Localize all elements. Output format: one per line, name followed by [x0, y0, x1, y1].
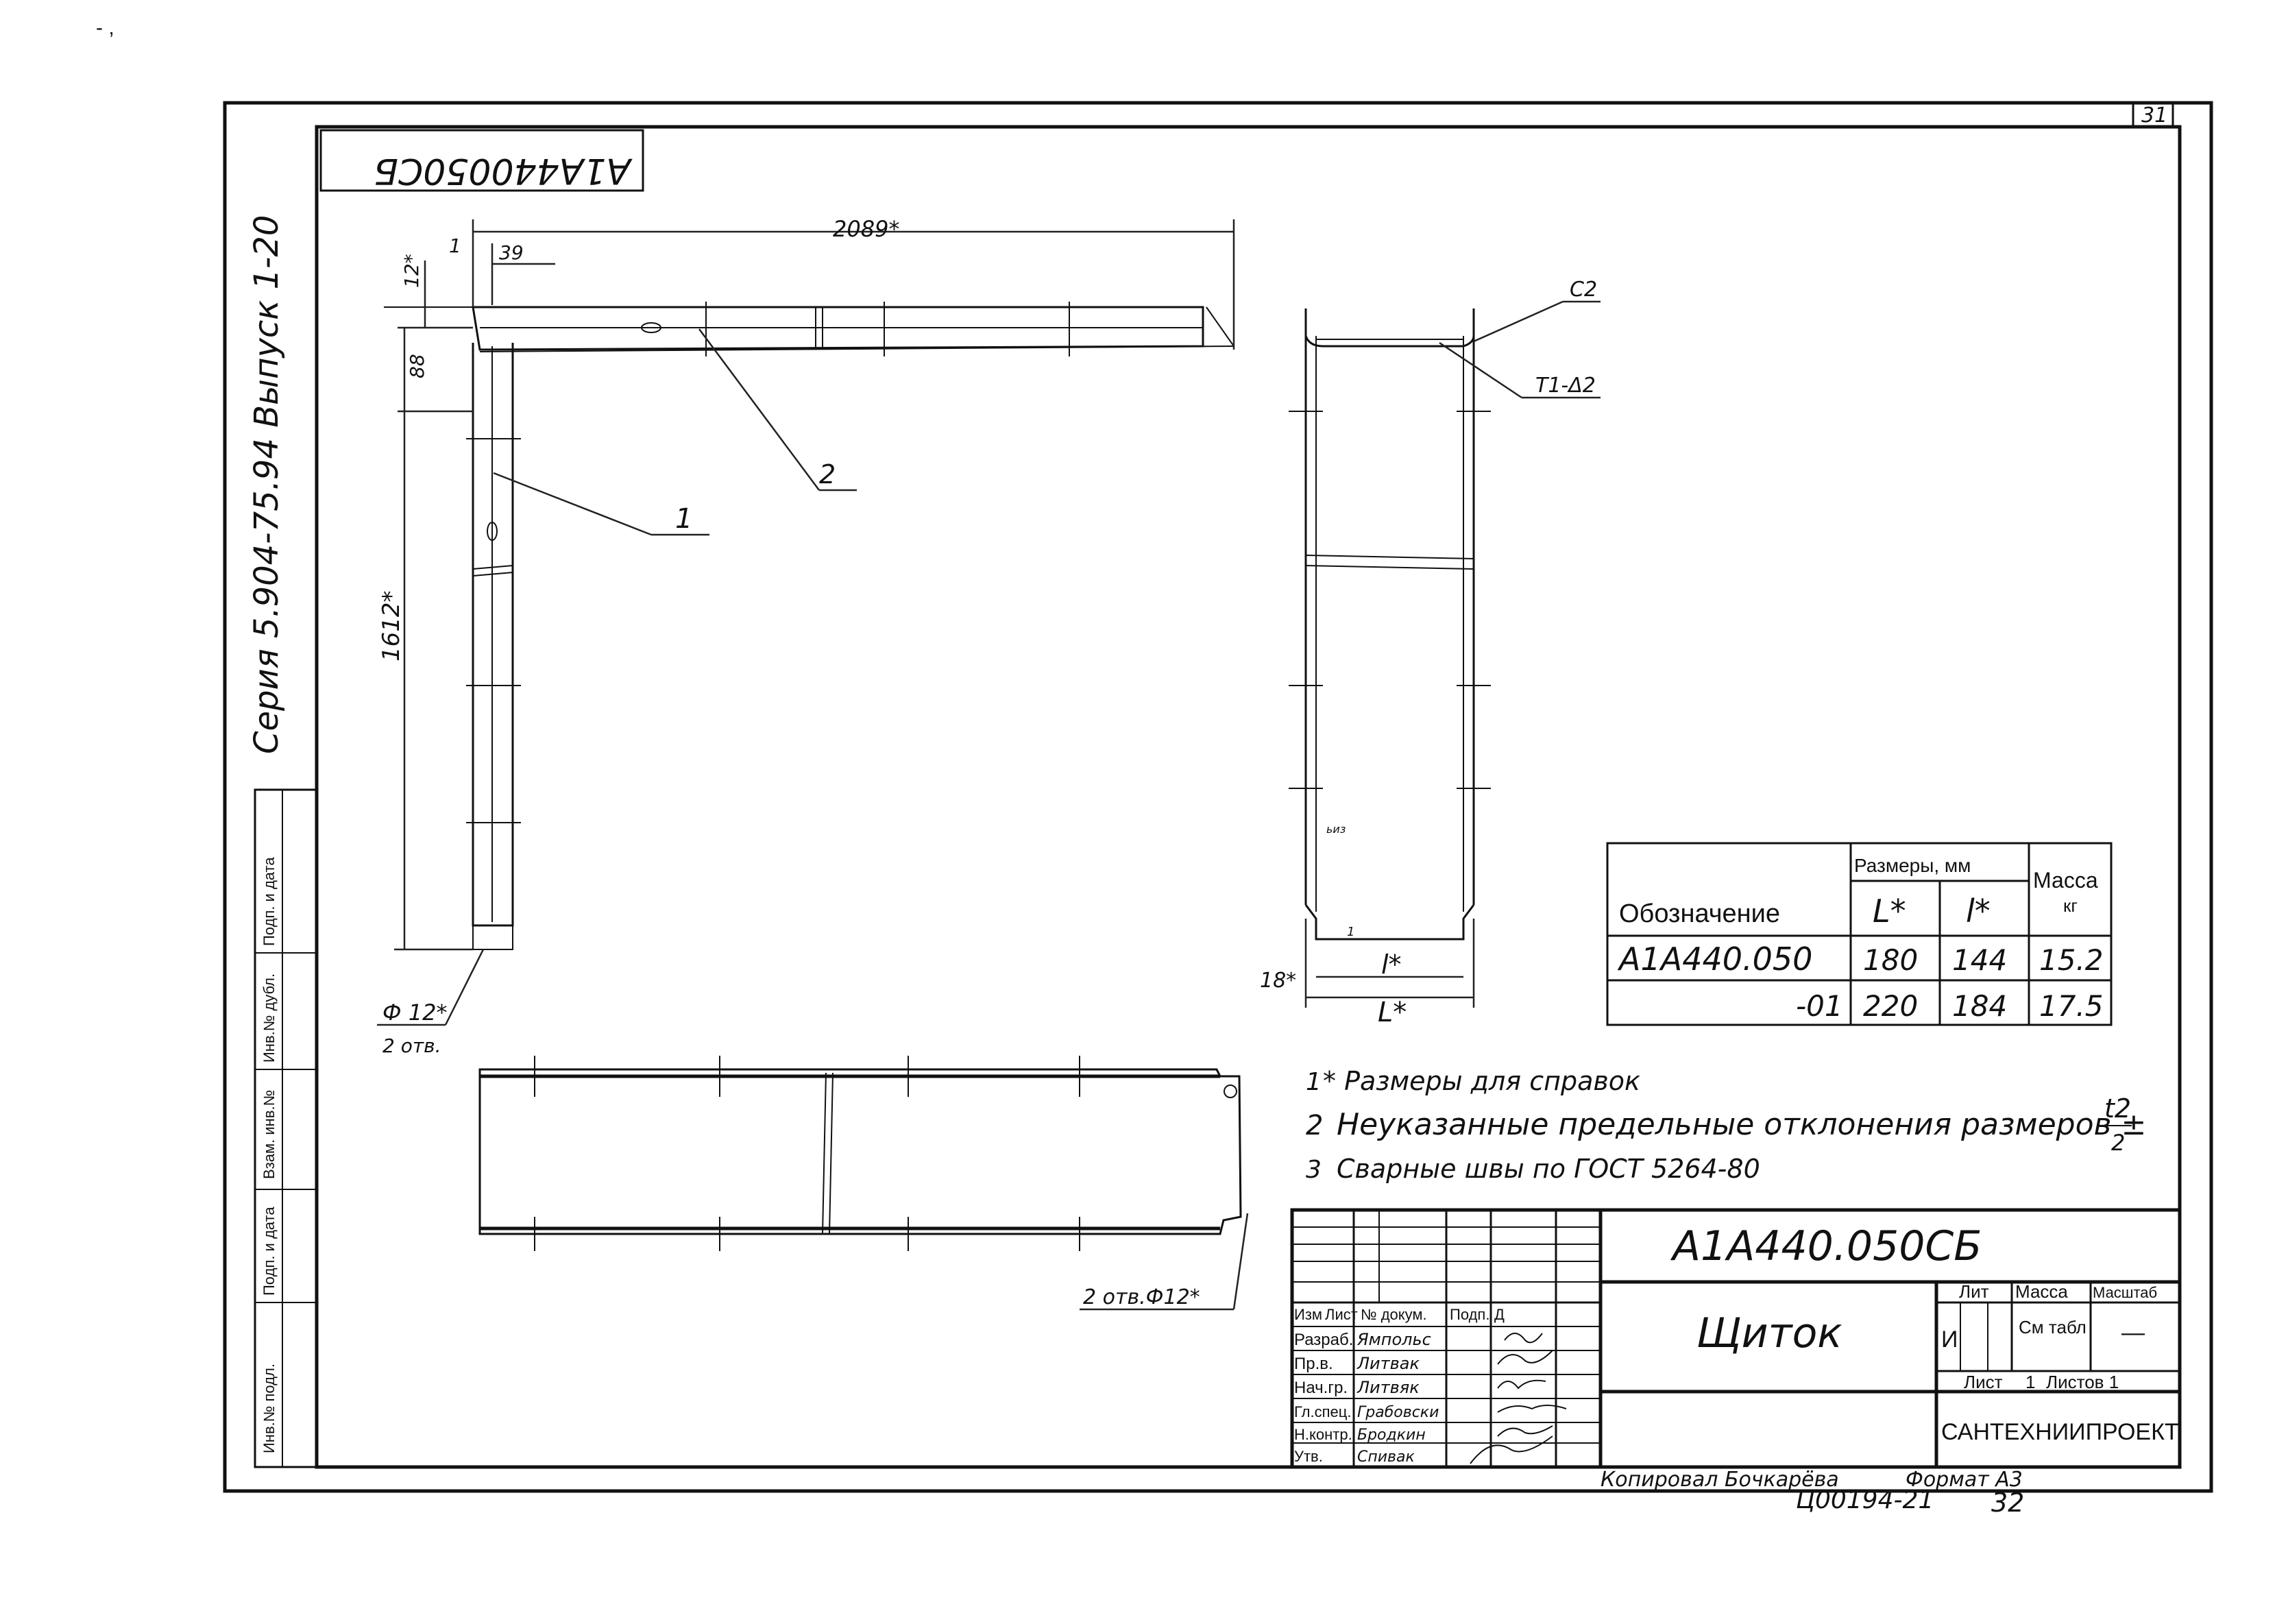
h-mass: Масса [2033, 868, 2098, 893]
notes: 1 * Размеры для справок 2 Неуказанные пр… [1306, 1066, 2146, 1184]
tb-sheets-label: Листов 1 [2046, 1372, 2119, 1392]
note-3-num: 3 [1306, 1156, 1322, 1184]
h-L: L* [1873, 893, 1906, 930]
tb-sheet-label: Лист [1964, 1372, 2003, 1392]
side-cell-3: Взам. инв.№ [260, 1090, 278, 1179]
signature-3 [1497, 1379, 1546, 1390]
hdr-data: Д [1494, 1306, 1505, 1323]
weld-t1: Т1-Δ2 [1535, 374, 1596, 398]
weld-c2: С2 [1570, 278, 1597, 302]
role-4: Гл.спец. [1294, 1403, 1352, 1420]
dim-phi12-count: 2 отв. [382, 1034, 441, 1057]
note-2: Неуказанные предельные отклонения размер… [1337, 1107, 2146, 1142]
dim-88: 88 [406, 354, 428, 378]
role-4-name: Грабовски [1357, 1404, 1439, 1421]
size-table: Обозначение Размеры, мм L* l* Масса кг А… [1606, 842, 2113, 1026]
signature-1 [1504, 1333, 1543, 1344]
role-3-name: Литвяк [1357, 1378, 1420, 1397]
tb-name: Щиток [1696, 1309, 1842, 1357]
role-2-name: Литвак [1357, 1354, 1420, 1373]
tb-designation: А1А440.050СБ [1670, 1222, 1982, 1270]
role-1: Разраб. [1294, 1331, 1353, 1349]
outer-frame [223, 101, 2213, 1493]
h-sizes: Размеры, мм [1854, 855, 1971, 876]
signature-5 [1497, 1425, 1553, 1437]
h-designation: Обозначение [1619, 899, 1780, 928]
row1-designation: А1А440.050 [1617, 941, 1812, 978]
title-block: Изм Лист № докум. Подп. Д Разраб. Ямполь… [1290, 1208, 2182, 1469]
top-mark: - , [96, 16, 114, 39]
signature-4 [1497, 1405, 1567, 1413]
dim-1612: 1612* [378, 590, 405, 662]
row2-designation: -01 [1796, 989, 1843, 1023]
series-text: Серия 5.904-75.94 Выпуск 1-20 [247, 215, 286, 754]
corner-number-box [2132, 101, 2174, 128]
dim-1: 1 [449, 234, 461, 257]
part-1: 1 [675, 503, 692, 535]
dim-12: 12* [400, 254, 423, 288]
role-5-name: Бродкин [1357, 1427, 1426, 1444]
dim-2089: 2089* [833, 216, 899, 242]
dim-l-big: L* [1378, 997, 1407, 1028]
hdr-ndoc: № докум. [1361, 1306, 1427, 1323]
tb-lit-header: Лит [1959, 1281, 1989, 1302]
dim-39: 39 [499, 241, 524, 264]
tb-lit-value: И [1941, 1326, 1958, 1353]
note-2-frac-top: t2 [2104, 1093, 2131, 1124]
tb-mass-value: См табл [2019, 1317, 2087, 1337]
note-1-num: 1 [1306, 1068, 1322, 1096]
note-1: * Размеры для справок [1323, 1066, 1640, 1096]
view-plan-l-shape: 2089* 1 12* 39 88 1612* 2 1 Ф 12* 2 отв. [377, 216, 1235, 1057]
row1-mass: 15.2 [2039, 943, 2104, 977]
side-stamp [254, 788, 318, 1468]
view-side-strip: 2 отв.Ф12* [478, 1056, 1249, 1311]
tb-mass-header: Масса [2015, 1281, 2068, 1302]
role-3: Нач.гр. [1294, 1379, 1348, 1397]
part-2: 2 [819, 459, 836, 489]
row2-mass: 17.5 [2039, 989, 2104, 1023]
tb-scale-header: Масштаб [2093, 1284, 2157, 1301]
tick-1: 1 [1347, 925, 1354, 939]
note-3: Сварные швы по ГОСТ 5264-80 [1337, 1154, 1760, 1184]
footer-format: Формат А3 [1906, 1468, 2023, 1492]
rotated-stamp: А1А440050СБ [374, 150, 633, 191]
view-cross-section: С2 Т1-Δ2 18* l* L* ьиз 1 [1260, 278, 1601, 1028]
role-1-name: Ямпольс [1357, 1330, 1431, 1349]
h-l: l* [1966, 893, 1991, 930]
row1-l: 144 [1952, 943, 2007, 977]
signature-2 [1497, 1350, 1553, 1365]
tb-scale-value: — [2121, 1320, 2145, 1346]
note-2-frac-bot: 2 [2111, 1130, 2125, 1156]
footer-code: Ц00194-21 [1796, 1486, 1934, 1514]
signature-6 [1470, 1435, 1553, 1464]
role-2: Пр.в. [1294, 1355, 1333, 1373]
role-6: Утв. [1294, 1448, 1323, 1465]
row2-l: 184 [1952, 989, 2007, 1023]
role-6-name: Спивак [1357, 1449, 1415, 1466]
footer-num: 32 [1991, 1488, 2024, 1518]
rotated-stamp-box [319, 129, 644, 192]
hdr-podp: Подп. [1450, 1306, 1489, 1323]
dim-l-small: l* [1381, 949, 1402, 980]
h-mass-unit: кг [2063, 895, 2078, 916]
tb-sheet-value: 1 [2025, 1372, 2035, 1392]
row2-L: 220 [1863, 989, 1918, 1023]
tb-org: САНТЕХНИИПРОЕКТ [1941, 1419, 2179, 1445]
hdr-list: Лист [1325, 1306, 1358, 1323]
dim-18: 18* [1260, 969, 1296, 993]
hdr-izm: Изм [1294, 1306, 1322, 1323]
dim-2holes: 2 отв.Ф12* [1083, 1285, 1200, 1309]
side-cell-1: Инв.№ подл. [260, 1364, 278, 1453]
side-cell-5: Подп. и дата [260, 857, 278, 946]
side-cell-4: Инв.№ дубл. [260, 973, 278, 1063]
sheet-corner-number: 31 [2141, 104, 2167, 128]
footer-copied: Копировал Бочкарёва [1601, 1468, 1839, 1492]
note-2-num: 2 [1306, 1110, 1323, 1141]
scribble: ьиз [1326, 823, 1346, 836]
dim-phi12: Ф 12* [382, 999, 447, 1026]
side-cell-2: Подп. и дата [260, 1207, 278, 1296]
row1-L: 180 [1863, 943, 1918, 977]
role-5: Н.контр. [1294, 1426, 1352, 1443]
